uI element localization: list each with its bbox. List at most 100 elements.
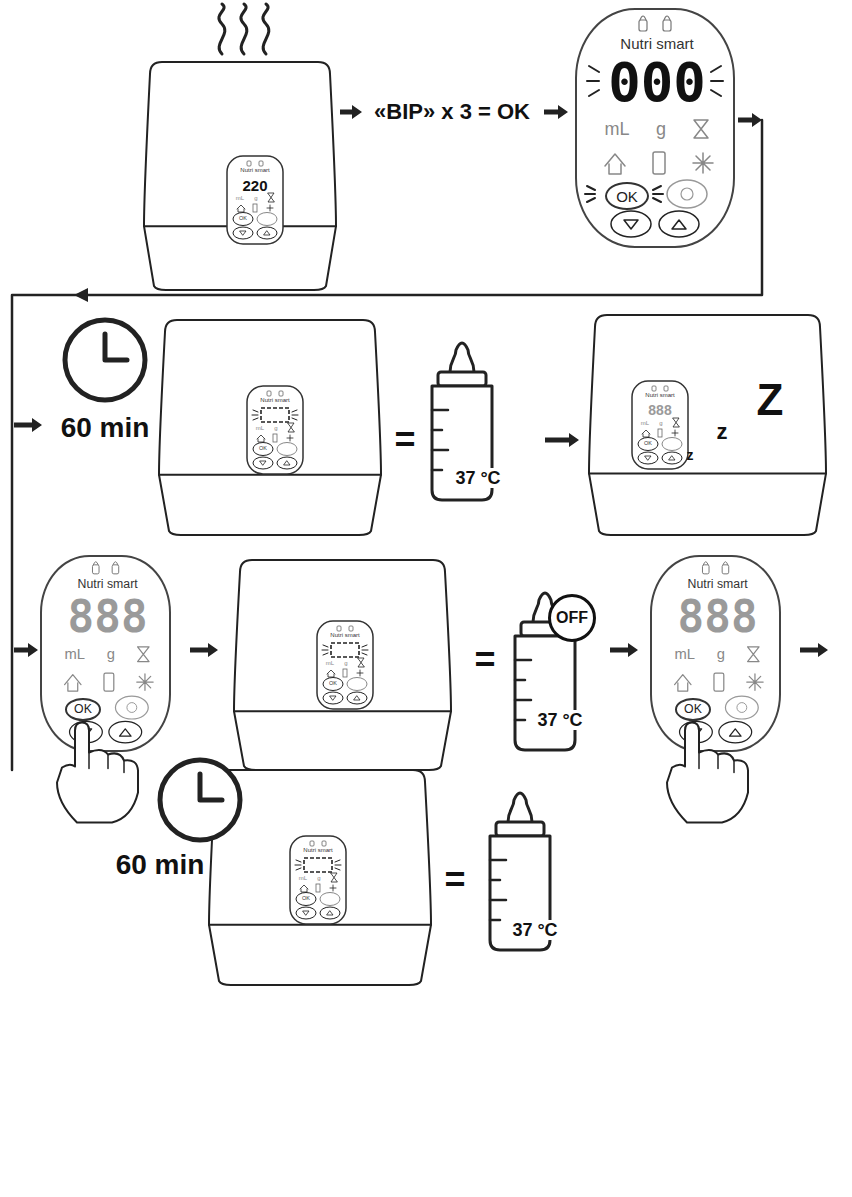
control-panel-small [247, 386, 303, 474]
temperature-label: 37 °C [453, 468, 502, 488]
ok-button-small [253, 443, 273, 456]
bottle-icon [349, 626, 353, 631]
ok-button-small [233, 213, 253, 226]
control-panel-small [290, 836, 346, 924]
hourglass-icon [694, 120, 708, 138]
up-button-small [347, 692, 367, 704]
flow-arrow [340, 105, 362, 119]
display-digits: 220 [242, 178, 267, 193]
display-dashes [331, 643, 359, 657]
button-label: OK [684, 703, 702, 715]
warmer-body [589, 315, 826, 535]
down-triangle [260, 461, 266, 465]
display-dashes [261, 408, 289, 422]
flash-mark [323, 653, 328, 655]
flash-mark [335, 860, 340, 862]
bottle-icon [247, 161, 251, 166]
flash-mark [322, 650, 328, 651]
clock-hands [105, 334, 127, 360]
flash-mark [335, 865, 341, 866]
bottle-icon-nipple [664, 16, 670, 20]
down-triangle [624, 220, 638, 229]
flash-mark [292, 415, 298, 416]
timer-button-small [662, 438, 682, 451]
flash-mark [587, 186, 595, 190]
control-panel: OKNutri smart888mLg [650, 555, 781, 752]
flash-mark [589, 90, 599, 96]
fan-icon [287, 435, 293, 441]
badge-label: OFF [556, 610, 588, 626]
battery-icon [104, 673, 114, 691]
brand-name: Nutri smart [303, 847, 332, 853]
fan-icon [330, 885, 336, 891]
graduation-mark [515, 659, 531, 662]
down-triangle [330, 696, 336, 700]
display-digits: 000 [608, 56, 706, 110]
panel-icon-group [585, 16, 723, 237]
unit-label: mL [236, 195, 244, 201]
panel-icon-group [65, 562, 154, 743]
flash-mark [653, 193, 663, 195]
panel-outline [317, 621, 373, 709]
display-digits: 888 [648, 403, 671, 417]
temperature-label: 37 °C [535, 710, 584, 730]
hourglass-icon [673, 418, 679, 427]
flash-mark [587, 198, 595, 202]
brand-name: Nutri smart [620, 36, 693, 51]
timer-button [115, 696, 148, 719]
ok-button-small [323, 678, 343, 691]
flash-mark [335, 868, 340, 870]
steam-line [241, 4, 247, 54]
flash-mark [292, 410, 297, 412]
up-triangle [284, 461, 290, 465]
off-badge: OFF [548, 594, 596, 642]
display-digits: 888 [678, 595, 758, 639]
control-panel-small [317, 621, 373, 709]
sleep-mark: z [717, 421, 728, 443]
pointing-hand [667, 723, 748, 823]
flash-mark [585, 193, 595, 195]
flow-arrow [190, 643, 218, 657]
up-triangle [327, 911, 333, 915]
timer-button-small [320, 893, 340, 906]
bottle-icon-nipple [723, 562, 728, 565]
warmer-base-line [589, 472, 826, 474]
house-icon [65, 675, 81, 691]
unit-label: mL [604, 120, 629, 138]
bottle-icon [310, 841, 314, 846]
equals-sign: = [474, 642, 495, 678]
ok-button: OK [605, 182, 649, 210]
timer-icon [681, 188, 693, 200]
bottle-icon [663, 20, 671, 31]
flash-mark [253, 410, 258, 412]
ok-button-small [638, 438, 658, 451]
flash-mark [362, 650, 368, 651]
brand-name: Nutri smart [260, 397, 289, 403]
flow-arrow [610, 643, 638, 657]
down-triangle [240, 231, 246, 235]
graduation-mark [515, 679, 525, 682]
up-button [109, 721, 142, 742]
flash-mark [362, 653, 367, 655]
flash-mark [295, 865, 301, 866]
unit-label: g [656, 120, 666, 138]
flash-mark [711, 80, 723, 82]
flash-mark [253, 418, 258, 420]
clock-hands [200, 774, 222, 800]
button-label: OK [644, 441, 652, 447]
fan-icon [747, 674, 763, 690]
house-icon [257, 435, 265, 442]
battery-icon [653, 152, 665, 174]
brand-name: Nutri smart [330, 632, 359, 638]
flash-mark [323, 645, 328, 647]
down-button-small [253, 457, 273, 469]
hourglass-icon [748, 647, 759, 662]
bottle-icon-nipple [113, 562, 118, 565]
flash-mark [296, 860, 301, 862]
hourglass-icon [331, 873, 337, 882]
graduation-mark [432, 449, 448, 452]
steam-line [263, 4, 269, 54]
bottle-collar [496, 822, 544, 836]
finger-lines [89, 753, 124, 773]
